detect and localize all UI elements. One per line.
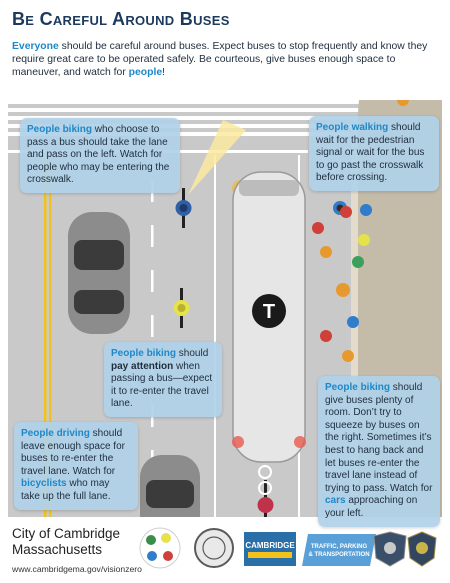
callout-biking-attention-text2: when passing a bus—expect it to re-enter… — [111, 360, 213, 410]
callout-biking-attention-bold: pay attention — [111, 360, 174, 372]
intro-text: should be careful around buses. Expect b… — [12, 41, 428, 79]
center-line — [44, 155, 47, 517]
callout-driving-text2: who may take up the full lane. — [21, 478, 111, 502]
department-badge-icon — [407, 531, 437, 567]
car-icon — [140, 455, 200, 517]
callout-biking-room-cars: cars — [325, 495, 346, 507]
callout-walking-text: should wait for the pedestrian signal or… — [316, 122, 425, 184]
footer-logos: CAMBRIDGE TRAFFIC, PARKING & TRANSPORTAT… — [139, 527, 437, 569]
callout-driving: People driving should leave enough space… — [14, 422, 138, 510]
svg-text:& TRANSPORTATION: & TRANSPORTATION — [308, 552, 369, 558]
mbta-t-logo: T — [263, 301, 275, 323]
intro-end: ! — [162, 67, 166, 79]
callout-biking-attention-text1: should — [176, 348, 209, 359]
callout-biking-pass: People biking who choose to pass a bus s… — [20, 118, 180, 193]
bicyclist-icon — [173, 288, 190, 328]
callout-driving-bicyclists: bicyclists — [21, 478, 67, 490]
city-seal-icon — [194, 528, 234, 568]
bike-light-beam — [188, 120, 246, 195]
callout-biking-room-lead: People biking — [325, 382, 391, 393]
intro-people: people — [128, 67, 163, 79]
website-url: www.cambridgema.gov/visionzero — [12, 564, 142, 574]
page-title: Be Careful Around Buses — [12, 9, 230, 29]
intro-paragraph: Everyone should be careful around buses.… — [12, 40, 437, 80]
callout-biking-attention: People biking should pay attention when … — [104, 342, 222, 417]
bicyclist-icon — [175, 188, 192, 228]
callout-walking: People walking should wait for the pedes… — [309, 116, 439, 191]
callout-driving-text1: should leave enough space for buses to r… — [21, 428, 125, 477]
svg-text:CAMBRIDGE: CAMBRIDGE — [245, 541, 295, 550]
traffic-parking-logo: TRAFFIC, PARKING & TRANSPORTATION — [302, 534, 376, 566]
transport-modes-icon — [139, 527, 181, 569]
svg-text:TRAFFIC, PARKING: TRAFFIC, PARKING — [311, 544, 368, 550]
city-line-2: Massachusetts — [12, 542, 103, 557]
callout-biking-room-text2: approaching on your left. — [325, 495, 418, 519]
city-line-1: City of Cambridge — [12, 526, 121, 541]
police-badge-icon — [373, 531, 407, 567]
callout-walking-lead: People walking — [316, 122, 389, 133]
callout-biking-attention-lead: People biking — [111, 348, 177, 359]
callout-biking-room: People biking should give buses plenty o… — [318, 376, 440, 527]
bus-icon: T — [232, 171, 306, 463]
bike-lane-symbol — [258, 465, 272, 495]
callout-biking-pass-text: who choose to pass a bus should take the… — [27, 124, 170, 186]
pedestrian-icon — [312, 100, 409, 362]
car-icon — [68, 212, 130, 334]
callout-biking-pass-lead: People biking — [27, 124, 93, 135]
bicyclist-icon — [257, 480, 274, 517]
cambridge-logo: CAMBRIDGE — [244, 532, 296, 566]
intro-everyone: Everyone — [12, 41, 59, 52]
callout-driving-lead: People driving — [21, 428, 90, 439]
callout-biking-room-text1: should give buses plenty of room. Don’t … — [325, 382, 433, 494]
